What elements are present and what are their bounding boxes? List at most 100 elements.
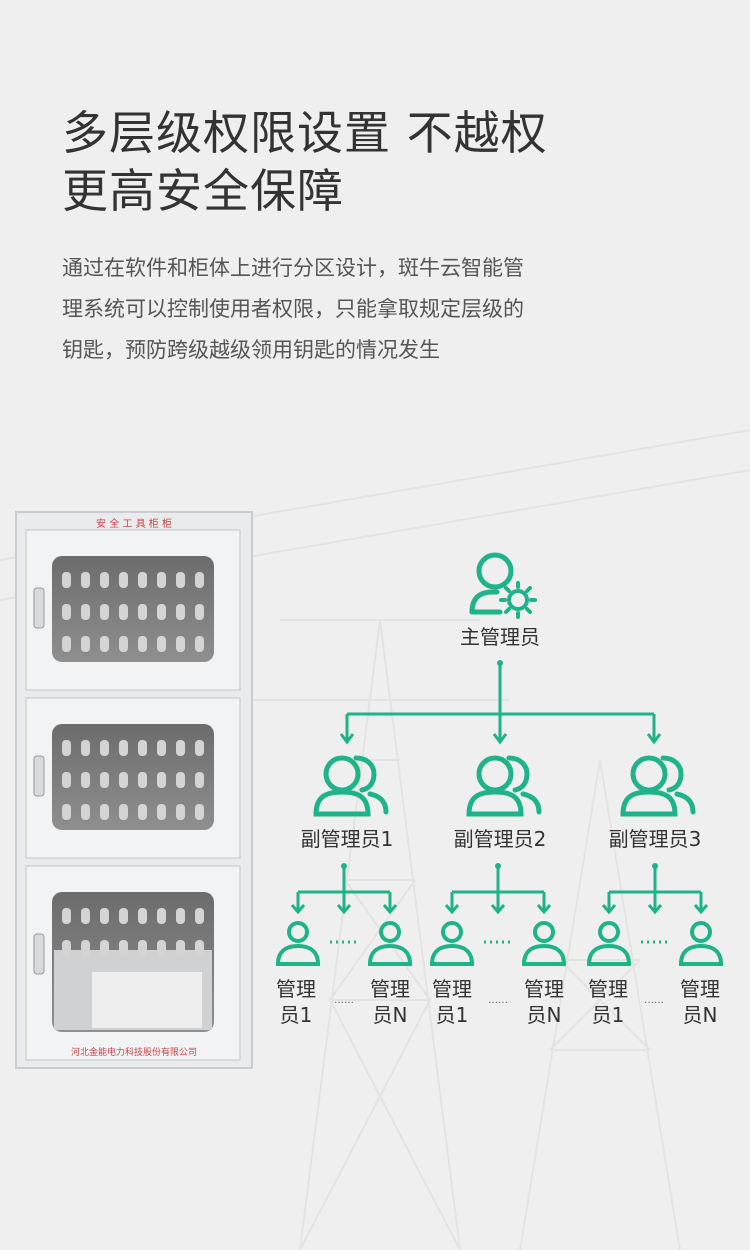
admin-label-line: 管理 (276, 977, 316, 1001)
key-tag (62, 636, 71, 652)
key-tag (157, 604, 166, 620)
admin-n-label: 管理 员N (514, 976, 574, 1028)
admin-label-line: 管理 (370, 977, 410, 1001)
admin-label-line: 管理 (588, 977, 628, 1001)
key-tag (81, 940, 90, 956)
key-tag (157, 940, 166, 956)
key-tag (176, 940, 185, 956)
key-tag (176, 740, 185, 756)
key-tag (81, 804, 90, 820)
key-tag (100, 908, 109, 924)
key-tag (195, 772, 204, 788)
key-tag (81, 604, 90, 620)
user-icon (521, 921, 567, 966)
user-icon (678, 921, 724, 966)
key-tag (119, 908, 128, 924)
key-tag (157, 804, 166, 820)
cabinet-bottom-label: 河北金能电力科技股份有限公司 (71, 1046, 197, 1058)
org-chart-connectors (290, 660, 709, 944)
key-tag (157, 636, 166, 652)
key-tag (176, 604, 185, 620)
key-tag (195, 572, 204, 588)
key-tag (81, 572, 90, 588)
key-tag (138, 804, 147, 820)
admin-label-line: 员1 (435, 1003, 469, 1027)
key-tag (138, 636, 147, 652)
key-tag (176, 572, 185, 588)
description: 通过在软件和柜体上进行分区设计，斑牛云智能管 理系统可以控制使用者权限，只能拿取… (62, 248, 662, 371)
page-title: 多层级权限设置 不越权 更高安全保障 (62, 104, 548, 220)
description-line-3: 钥匙，预防跨级越级领用钥匙的情况发生 (62, 338, 440, 362)
admin-n-label: 管理 员N (360, 976, 420, 1028)
key-tag (138, 940, 147, 956)
admin-label-line: 员N (526, 1003, 562, 1027)
key-tag (100, 636, 109, 652)
deputy-admin-2-label: 副管理员2 (453, 827, 547, 851)
key-tag (157, 740, 166, 756)
key-tag (62, 604, 71, 620)
key-tag (157, 572, 166, 588)
key-tag (62, 772, 71, 788)
title-line-2: 更高安全保障 (62, 164, 344, 218)
description-line-2: 理系统可以控制使用者权限，只能拿取规定层级的 (62, 297, 524, 321)
admin-label-line: 员N (682, 1003, 718, 1027)
ellipsis: …… (488, 995, 508, 1006)
cabinet-top-label: 安 全 工 具 柜 柜 (96, 517, 172, 530)
admin-label-line: 员1 (279, 1003, 313, 1027)
admin-n-label: 管理 员N (670, 976, 730, 1028)
ellipsis: …… (644, 995, 664, 1006)
key-tag (157, 908, 166, 924)
admin-label-line: 管理 (680, 977, 720, 1001)
user-icon (367, 921, 413, 966)
admin-1-label: 管理 员1 (266, 976, 326, 1028)
deputy-admin-3-label: 副管理员3 (608, 827, 702, 851)
admin-label-line: 管理 (432, 977, 472, 1001)
admin-gear-icon (469, 552, 537, 619)
key-tag (138, 740, 147, 756)
user-icon (429, 921, 475, 966)
key-tag (176, 804, 185, 820)
key-tag (195, 604, 204, 620)
key-tag (81, 908, 90, 924)
key-tag (138, 772, 147, 788)
admin-1-label: 管理 员1 (422, 976, 482, 1028)
key-tag (176, 772, 185, 788)
key-tag (119, 804, 128, 820)
key-tag (62, 804, 71, 820)
key-tag (100, 572, 109, 588)
key-tag (119, 740, 128, 756)
key-tag (100, 740, 109, 756)
key-tag (81, 740, 90, 756)
admin-label-line: 管理 (524, 977, 564, 1001)
key-tag (119, 572, 128, 588)
user-group-icon (466, 755, 542, 817)
ellipsis: …… (334, 995, 354, 1006)
key-tag (62, 572, 71, 588)
admin-1-label: 管理 员1 (578, 976, 638, 1028)
key-tag (100, 604, 109, 620)
key-tag (176, 636, 185, 652)
key-tag (195, 636, 204, 652)
key-tag (195, 940, 204, 956)
key-tag (119, 940, 128, 956)
key-tag (62, 940, 71, 956)
key-cabinet-illustration: 安 全 工 具 柜 柜 河北金能电力科技股份有限公司 (15, 511, 253, 1069)
key-tag (195, 804, 204, 820)
key-tag (195, 908, 204, 924)
admin-label-line: 员1 (591, 1003, 625, 1027)
key-tag (81, 772, 90, 788)
user-icon (275, 921, 321, 966)
key-tag (138, 604, 147, 620)
deputy-admin-1-label: 副管理员1 (300, 827, 394, 851)
key-tag (157, 772, 166, 788)
key-tag (100, 772, 109, 788)
key-tag (195, 740, 204, 756)
key-tag (119, 604, 128, 620)
user-group-icon (620, 755, 696, 817)
title-line-1: 多层级权限设置 不越权 (62, 106, 548, 160)
key-tag (138, 572, 147, 588)
key-tag (119, 636, 128, 652)
key-tag (62, 740, 71, 756)
user-icon (586, 921, 632, 966)
